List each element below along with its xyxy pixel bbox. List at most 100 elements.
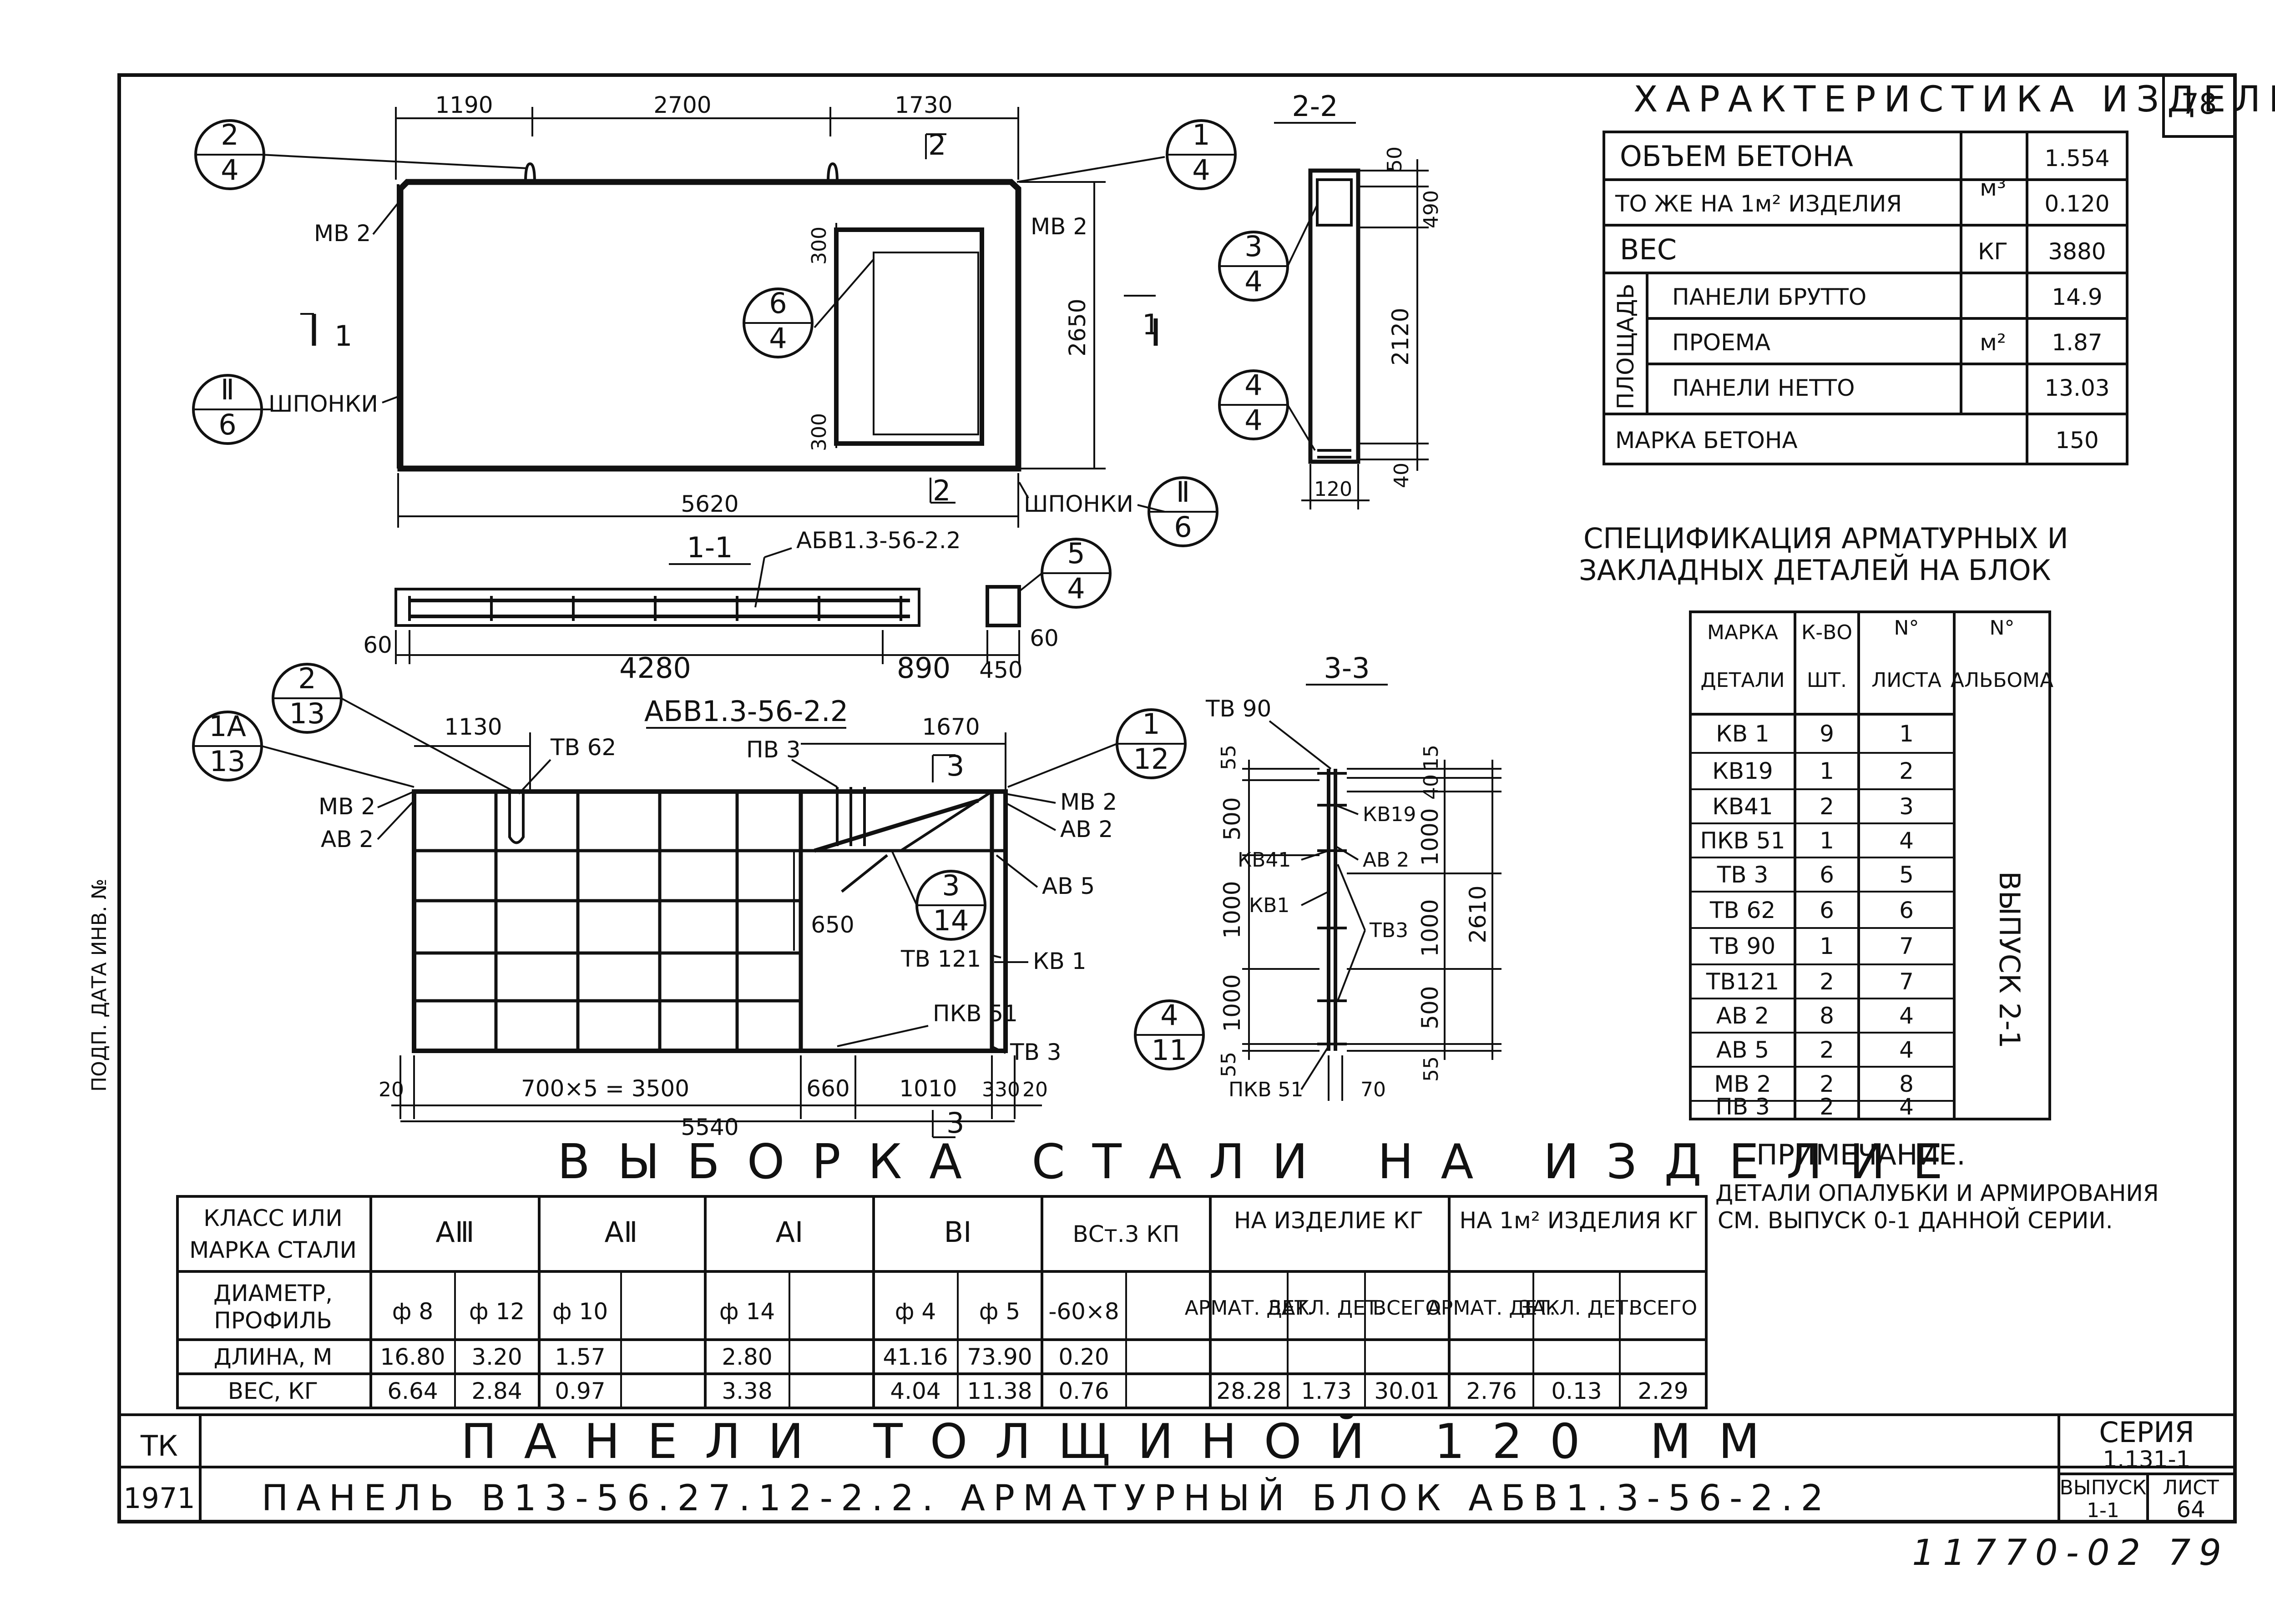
char-unit-0: м³ [1980, 175, 2006, 201]
spec-h-sheet1: N° [1894, 616, 1919, 640]
bubble-4-11: 4 11 [1134, 999, 1205, 1070]
steel-per-m2: НА 1м² ИЗДЕЛИЯ КГ [1460, 1207, 1699, 1234]
label-pkb51: ПКВ 51 [933, 1000, 1018, 1027]
svg-text:4: 4 [1899, 1094, 1914, 1120]
svg-text:ф 10: ф 10 [552, 1298, 608, 1325]
char-label-6: МАРКА БЕТОНА [1615, 427, 1798, 454]
steel-class-AIII: АⅢ [435, 1215, 474, 1249]
svg-text:МВ 2: МВ 2 [1714, 1071, 1771, 1097]
char-area-label: ПЛОЩАДЬ [1613, 283, 1639, 409]
dim-opening-300-top: 300 [808, 227, 831, 265]
dim-2700: 2700 [653, 92, 711, 118]
svg-text:4: 4 [1192, 153, 1210, 187]
dim-450: 450 [979, 657, 1022, 683]
note-title: ПРИМЕЧАНИЕ. [1756, 1138, 1966, 1171]
label-tb90: ТВ 90 [1205, 696, 1271, 722]
label-tb3: ТВ3 [1369, 919, 1408, 942]
svg-text:12: 12 [1133, 742, 1169, 776]
svg-text:11.38: 11.38 [967, 1378, 1032, 1404]
bubble-2-13: 2 13 [272, 662, 515, 792]
char-unit-2: КГ [1978, 238, 2008, 265]
svg-text:Ⅱ: Ⅱ [1176, 475, 1190, 509]
dim-50: 50 [1383, 146, 1406, 172]
label-mb2: МВ 2 [318, 793, 375, 820]
spec-table: СПЕЦИФИКАЦИЯ АРМАТУРНЫХ И ЗАКЛАДНЫХ ДЕТА… [1579, 522, 2068, 1120]
svg-text:4: 4 [1244, 265, 1262, 298]
steel-sub-armat-m2: АРМАТ. ДЕТ. [1427, 1296, 1556, 1320]
dim-2650: 2650 [1064, 298, 1091, 356]
bubble-5-4: 5 4 [1018, 537, 1112, 609]
spec-h-sheet2: ЛИСТА [1871, 669, 1941, 692]
label-kb1: КВ 1 [1033, 948, 1087, 974]
label-kb1: КВ1 [1249, 894, 1289, 917]
label-tb121: ТВ 121 [900, 946, 981, 972]
steel-diameter-row: ф 8 ф 12 ф 10 ф 14 ф 4 ф 5 -60×8 [392, 1298, 1119, 1325]
dim-right-500: 500 [1417, 986, 1443, 1029]
steel-class-AI: АⅠ [776, 1215, 804, 1249]
svg-text:КВ 1: КВ 1 [1716, 721, 1769, 747]
svg-text:2: 2 [1820, 1071, 1834, 1097]
bubble-6-4: 6 4 [743, 287, 814, 358]
svg-text:2: 2 [221, 118, 238, 151]
dim-490: 490 [1420, 190, 1443, 228]
svg-text:ТВ 62: ТВ 62 [1709, 897, 1775, 923]
spec-h-album1: N° [1990, 616, 2015, 640]
section-1-1-title: 1-1 [687, 531, 733, 564]
svg-text:6: 6 [1899, 897, 1914, 923]
spec-h-qty1: К-ВО [1801, 621, 1852, 644]
svg-text:4: 4 [1899, 827, 1914, 854]
steel-class-BI: ВⅠ [944, 1215, 972, 1249]
section-2-2-title: 2-2 [1292, 90, 1338, 123]
label-shponki-right: ШПОНКИ [1024, 491, 1133, 517]
char-value-6: 150 [2055, 427, 2098, 454]
svg-text:6: 6 [1174, 510, 1192, 544]
series-value: 1.131-1 [2103, 1446, 2191, 1473]
bubble-4-4: 4 4 [1218, 368, 1316, 451]
label-tb3: ТВ 3 [1010, 1039, 1062, 1065]
svg-text:5: 5 [1899, 862, 1914, 888]
svg-text:13: 13 [210, 745, 246, 778]
dim-5620: 5620 [681, 491, 738, 517]
steel-length-row: 16.80 3.20 1.57 2.80 41.16 73.90 0.20 [380, 1344, 1109, 1370]
svg-text:ПВ 3: ПВ 3 [1715, 1094, 1770, 1120]
svg-text:0.76: 0.76 [1058, 1378, 1109, 1404]
steel-table: ВЫБОРКА СТАЛИ НА ИЗДЕЛИЕ КЛАСС ИЛИ МАРКА… [176, 1134, 1943, 1409]
svg-text:9: 9 [1820, 721, 1834, 747]
svg-text:4.04: 4.04 [890, 1378, 940, 1404]
dim-1730: 1730 [895, 92, 952, 118]
svg-text:ф 4: ф 4 [895, 1298, 936, 1325]
dim-40: 40 [1390, 463, 1413, 488]
cut-1-left: 1 [334, 319, 352, 353]
svg-text:7: 7 [1899, 933, 1914, 959]
svg-text:6: 6 [1820, 897, 1834, 923]
bubble-1A-13: 1А 13 [192, 710, 415, 788]
block-title: АБВ1.3-56-2.2 [644, 695, 848, 728]
svg-text:8: 8 [1820, 1003, 1834, 1029]
spec-h-album2: АЛЬБОМА [1951, 669, 2053, 692]
svg-text:2: 2 [1820, 793, 1834, 820]
steel-dia-label-1: ДИАМЕТР, [213, 1280, 333, 1306]
dim-left-1000-b: 1000 [1219, 974, 1245, 1032]
svg-text:8: 8 [1899, 1071, 1914, 1097]
title-year: 1971 [123, 1482, 195, 1515]
bubble-3-4: 3 4 [1218, 204, 1318, 302]
svg-text:4: 4 [1244, 368, 1262, 402]
dim-left-1000-a: 1000 [1219, 881, 1245, 938]
svg-text:1: 1 [1820, 933, 1834, 959]
cut-3-top: 3 [946, 749, 964, 782]
label-ab2: АВ 2 [321, 826, 374, 852]
dim-left-500: 500 [1219, 797, 1245, 840]
note: ПРИМЕЧАНИЕ. ДЕТАЛИ ОПАЛУБКИ И АРМИРОВАНИ… [1715, 1138, 2159, 1234]
svg-text:2: 2 [298, 662, 316, 695]
spec-title-2: ЗАКЛАДНЫХ ДЕТАЛЕЙ НА БЛОК [1579, 554, 2051, 587]
char-label-0: ОБЪЕМ БЕТОНА [1620, 140, 1853, 173]
